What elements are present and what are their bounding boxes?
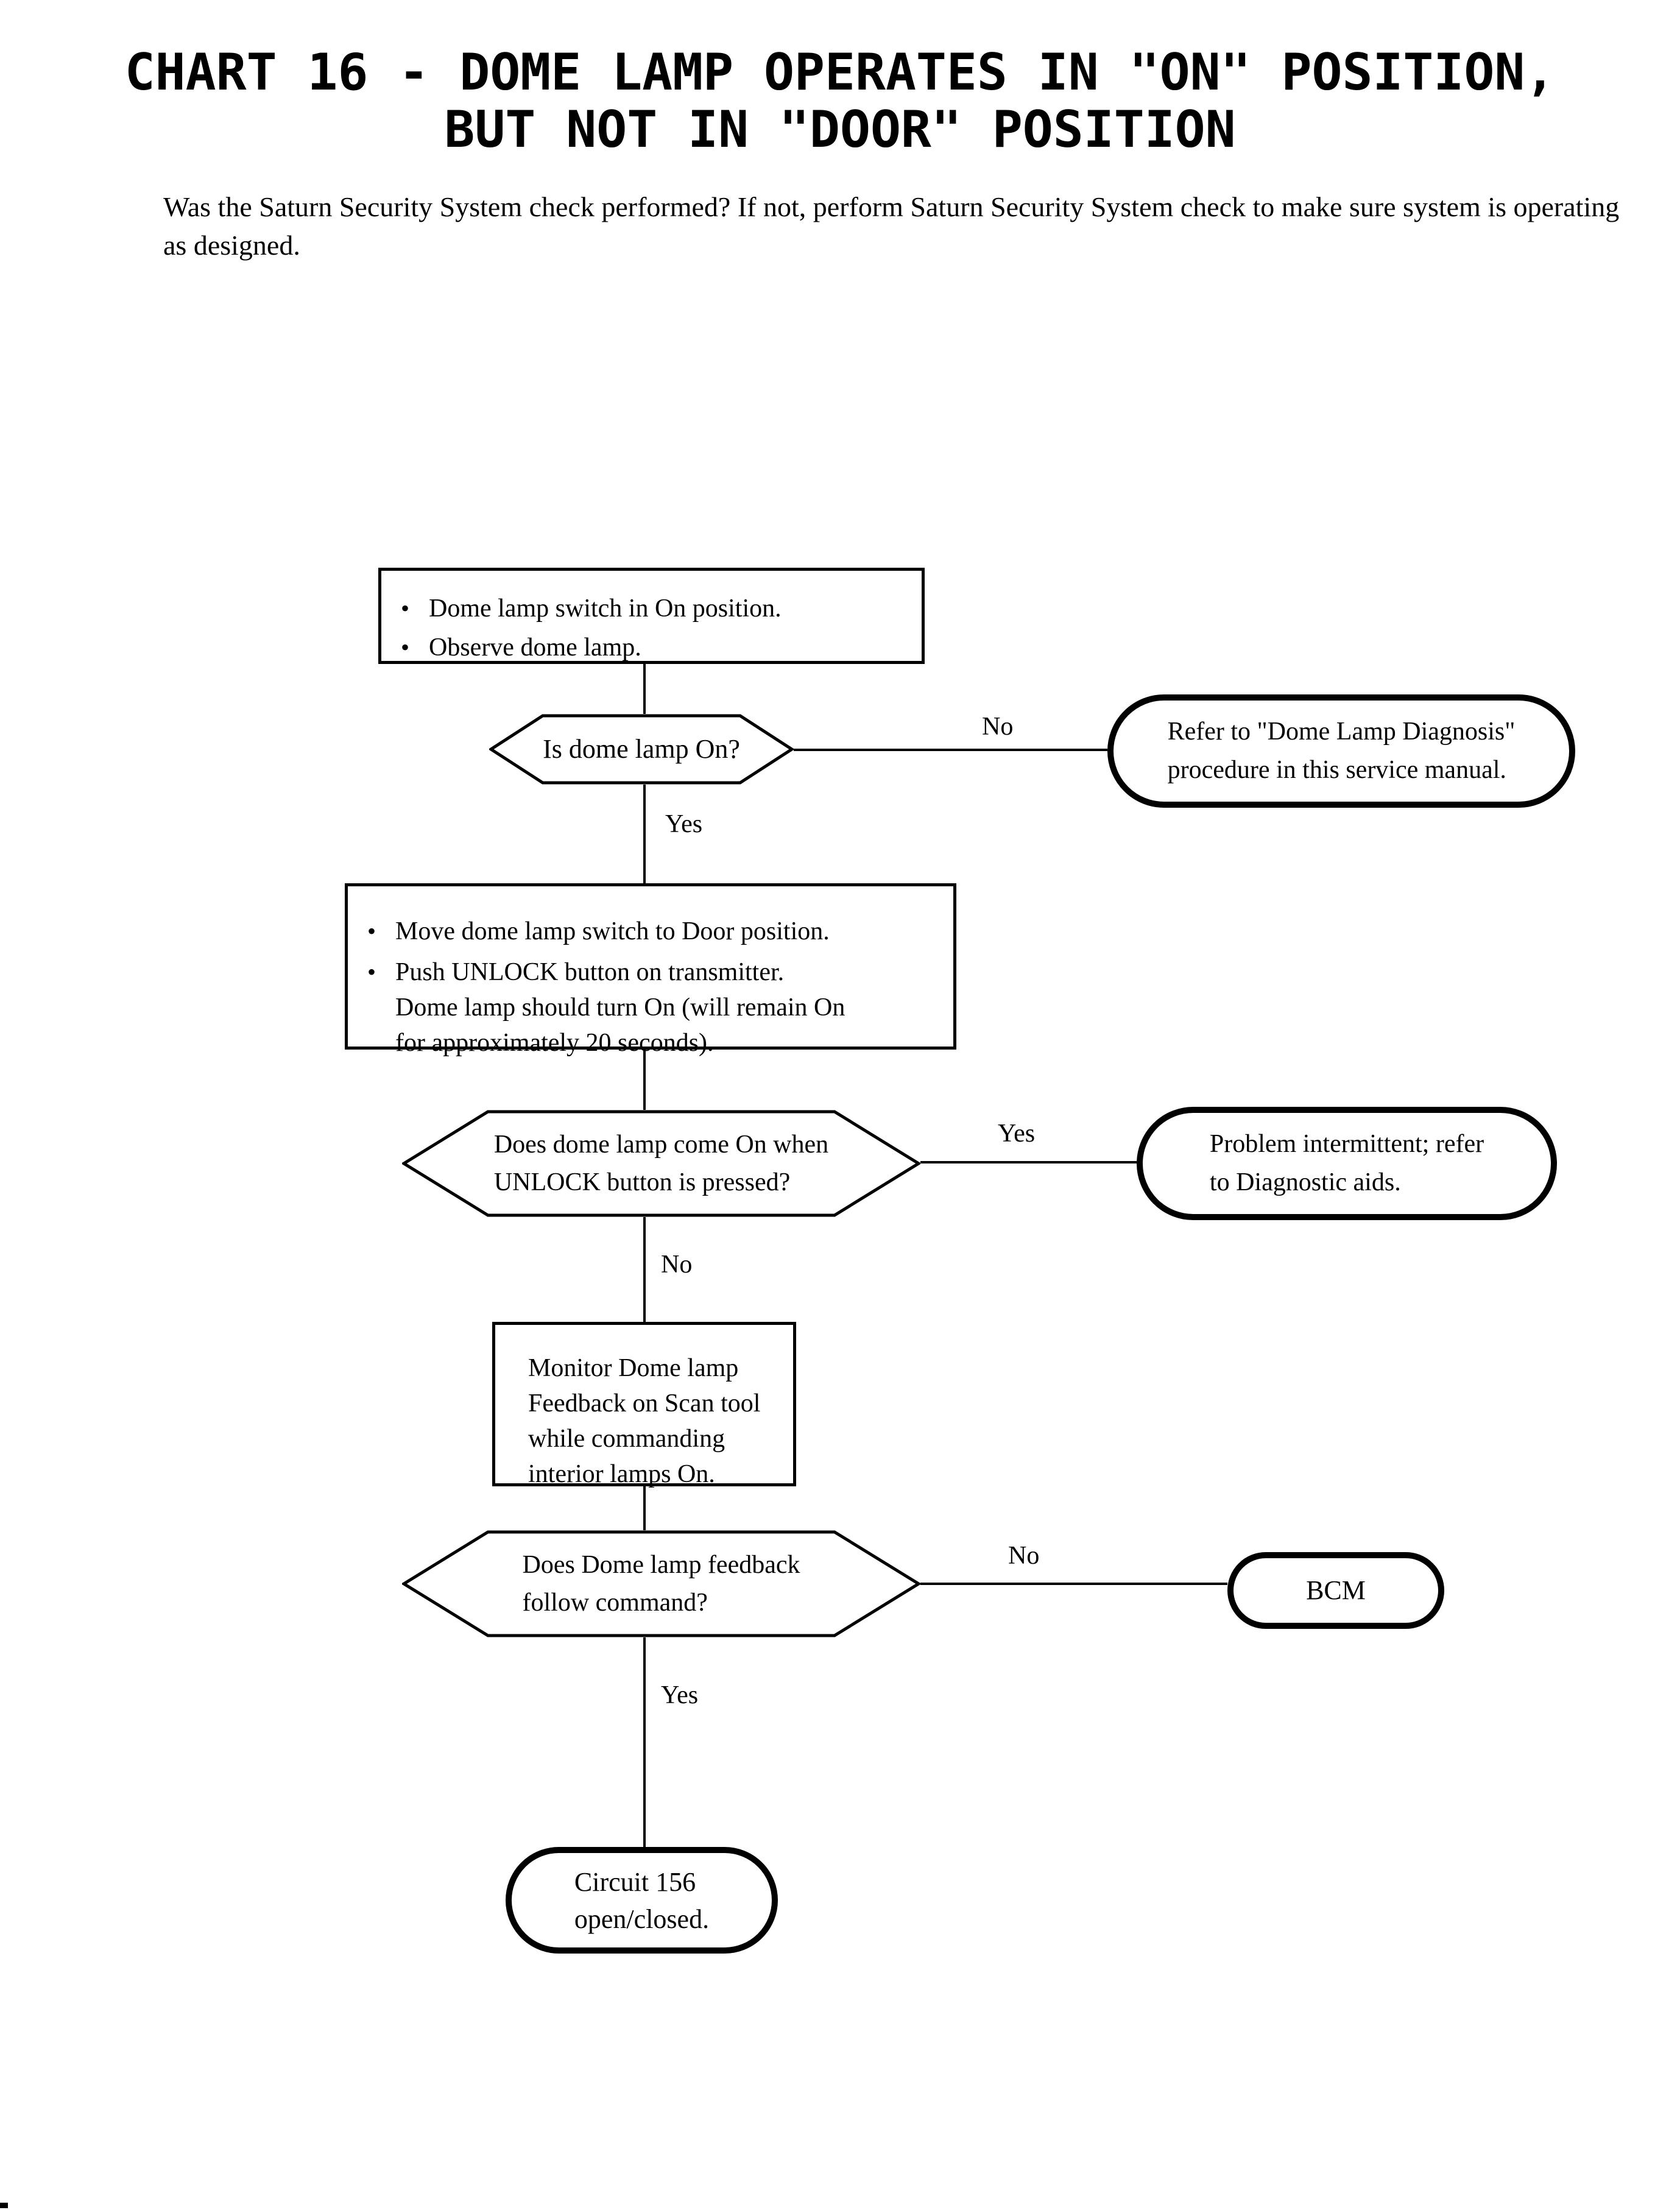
connector-line	[643, 1217, 646, 1322]
step1-item2: Observe dome lamp.	[429, 634, 641, 662]
no-label-3: No	[1008, 1542, 1040, 1570]
terminal-intermittent-line1: Problem intermittent; refer	[1209, 1130, 1484, 1158]
process-box-step1: • Dome lamp switch in On position. • Obs…	[378, 568, 925, 664]
connector-line	[643, 1637, 646, 1847]
decision3-line1: Does Dome lamp feedback	[522, 1551, 800, 1579]
hexagon-shape	[489, 714, 794, 785]
step3-line4: interior lamps On.	[528, 1460, 715, 1488]
decision2-line2: UNLOCK button is pressed?	[493, 1168, 791, 1196]
decision2-line1: Does dome lamp come On when	[493, 1131, 829, 1159]
terminal-circuit-line1: Circuit 156	[574, 1866, 696, 1897]
decision-hexagon-1: Is dome lamp On?	[489, 714, 794, 785]
bullet-icon: •	[400, 595, 409, 622]
decision1-question: Is dome lamp On?	[543, 734, 740, 764]
decision-hexagon-3: Does Dome lamp feedback follow command?	[402, 1530, 920, 1637]
process-box-step3: Monitor Dome lamp Feedback on Scan tool …	[492, 1322, 796, 1488]
terminal-refer-diagnosis: Refer to "Dome Lamp Diagnosis" procedure…	[1107, 694, 1575, 808]
scan-artifact	[0, 2203, 8, 2208]
terminal-refer-line1: Refer to "Dome Lamp Diagnosis"	[1167, 718, 1516, 746]
step3-line3: while commanding	[528, 1425, 725, 1453]
terminal-bcm: BCM	[1227, 1552, 1444, 1629]
process-box-step2: • Move dome lamp switch to Door position…	[345, 883, 956, 1057]
no-label-1: No	[982, 713, 1014, 741]
terminal-problem-intermittent: Problem intermittent; refer to Diagnosti…	[1137, 1107, 1557, 1220]
connector-line	[643, 785, 646, 883]
hexagon-shape	[402, 1530, 920, 1637]
terminal-refer-line2: procedure in this service manual.	[1167, 756, 1506, 784]
connector-line	[643, 1050, 646, 1110]
connector-line	[794, 749, 1107, 751]
bullet-icon: •	[367, 958, 376, 986]
step2-item2-line3: for approximately 20 seconds).	[395, 1029, 714, 1057]
step2-item1: Move dome lamp switch to Door position.	[395, 917, 830, 945]
page-title-line1: CHART 16 - DOME LAMP OPERATES IN "ON" PO…	[124, 43, 1556, 102]
step2-item2-line1: Push UNLOCK button on transmitter.	[395, 958, 785, 986]
connector-line	[920, 1161, 1137, 1163]
decision-hexagon-2: Does dome lamp come On when UNLOCK butto…	[402, 1110, 920, 1217]
yes-label-3: Yes	[661, 1681, 699, 1709]
connector-line	[643, 1486, 646, 1530]
step3-line1: Monitor Dome lamp	[528, 1354, 739, 1382]
connector-line	[643, 664, 646, 714]
bullet-icon: •	[367, 917, 376, 945]
page-title-line2: BUT NOT IN "DOOR" POSITION	[444, 100, 1236, 159]
terminal-bcm-label: BCM	[1306, 1575, 1366, 1605]
intro-paragraph: Was the Saturn Security System check per…	[163, 191, 1620, 261]
connector-line	[920, 1583, 1227, 1585]
yes-label-2: Yes	[998, 1120, 1036, 1148]
bullet-icon: •	[400, 634, 409, 661]
no-label-2: No	[661, 1251, 693, 1279]
step2-item2-line2: Dome lamp should turn On (will remain On	[395, 994, 845, 1022]
decision3-line2: follow command?	[522, 1589, 708, 1617]
step3-line2: Feedback on Scan tool	[528, 1389, 761, 1417]
step1-item1: Dome lamp switch in On position.	[429, 595, 782, 623]
terminal-circuit-156: Circuit 156 open/closed.	[506, 1847, 778, 1954]
terminal-circuit-line2: open/closed.	[574, 1904, 710, 1934]
hexagon-shape	[402, 1110, 920, 1217]
yes-label-1: Yes	[665, 810, 703, 838]
terminal-intermittent-line2: to Diagnostic aids.	[1209, 1168, 1401, 1196]
